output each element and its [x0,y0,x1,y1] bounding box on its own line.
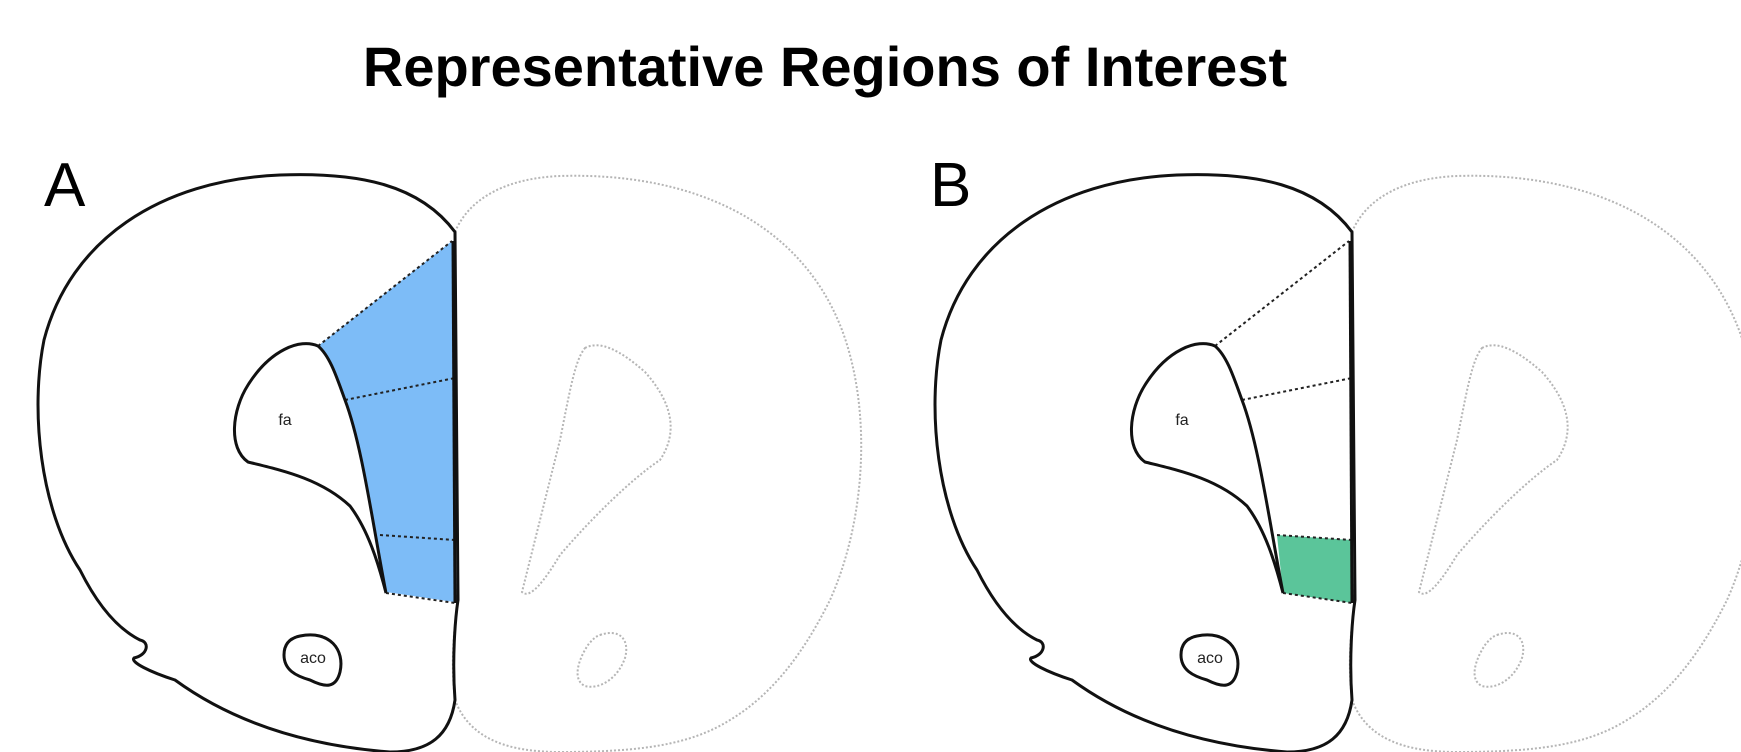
panel-a: fa aco [38,175,861,752]
panel-b-aco-label: aco [1197,650,1223,667]
panel-a-fa-label: fa [278,412,291,429]
panel-a-aco-label: aco [300,650,326,667]
panel-b-roi-highlight [1277,535,1352,603]
panel-b: fa aco [935,175,1741,752]
panel-b-fa-label: fa [1175,412,1188,429]
panel-b-fa-outline [1131,344,1283,593]
